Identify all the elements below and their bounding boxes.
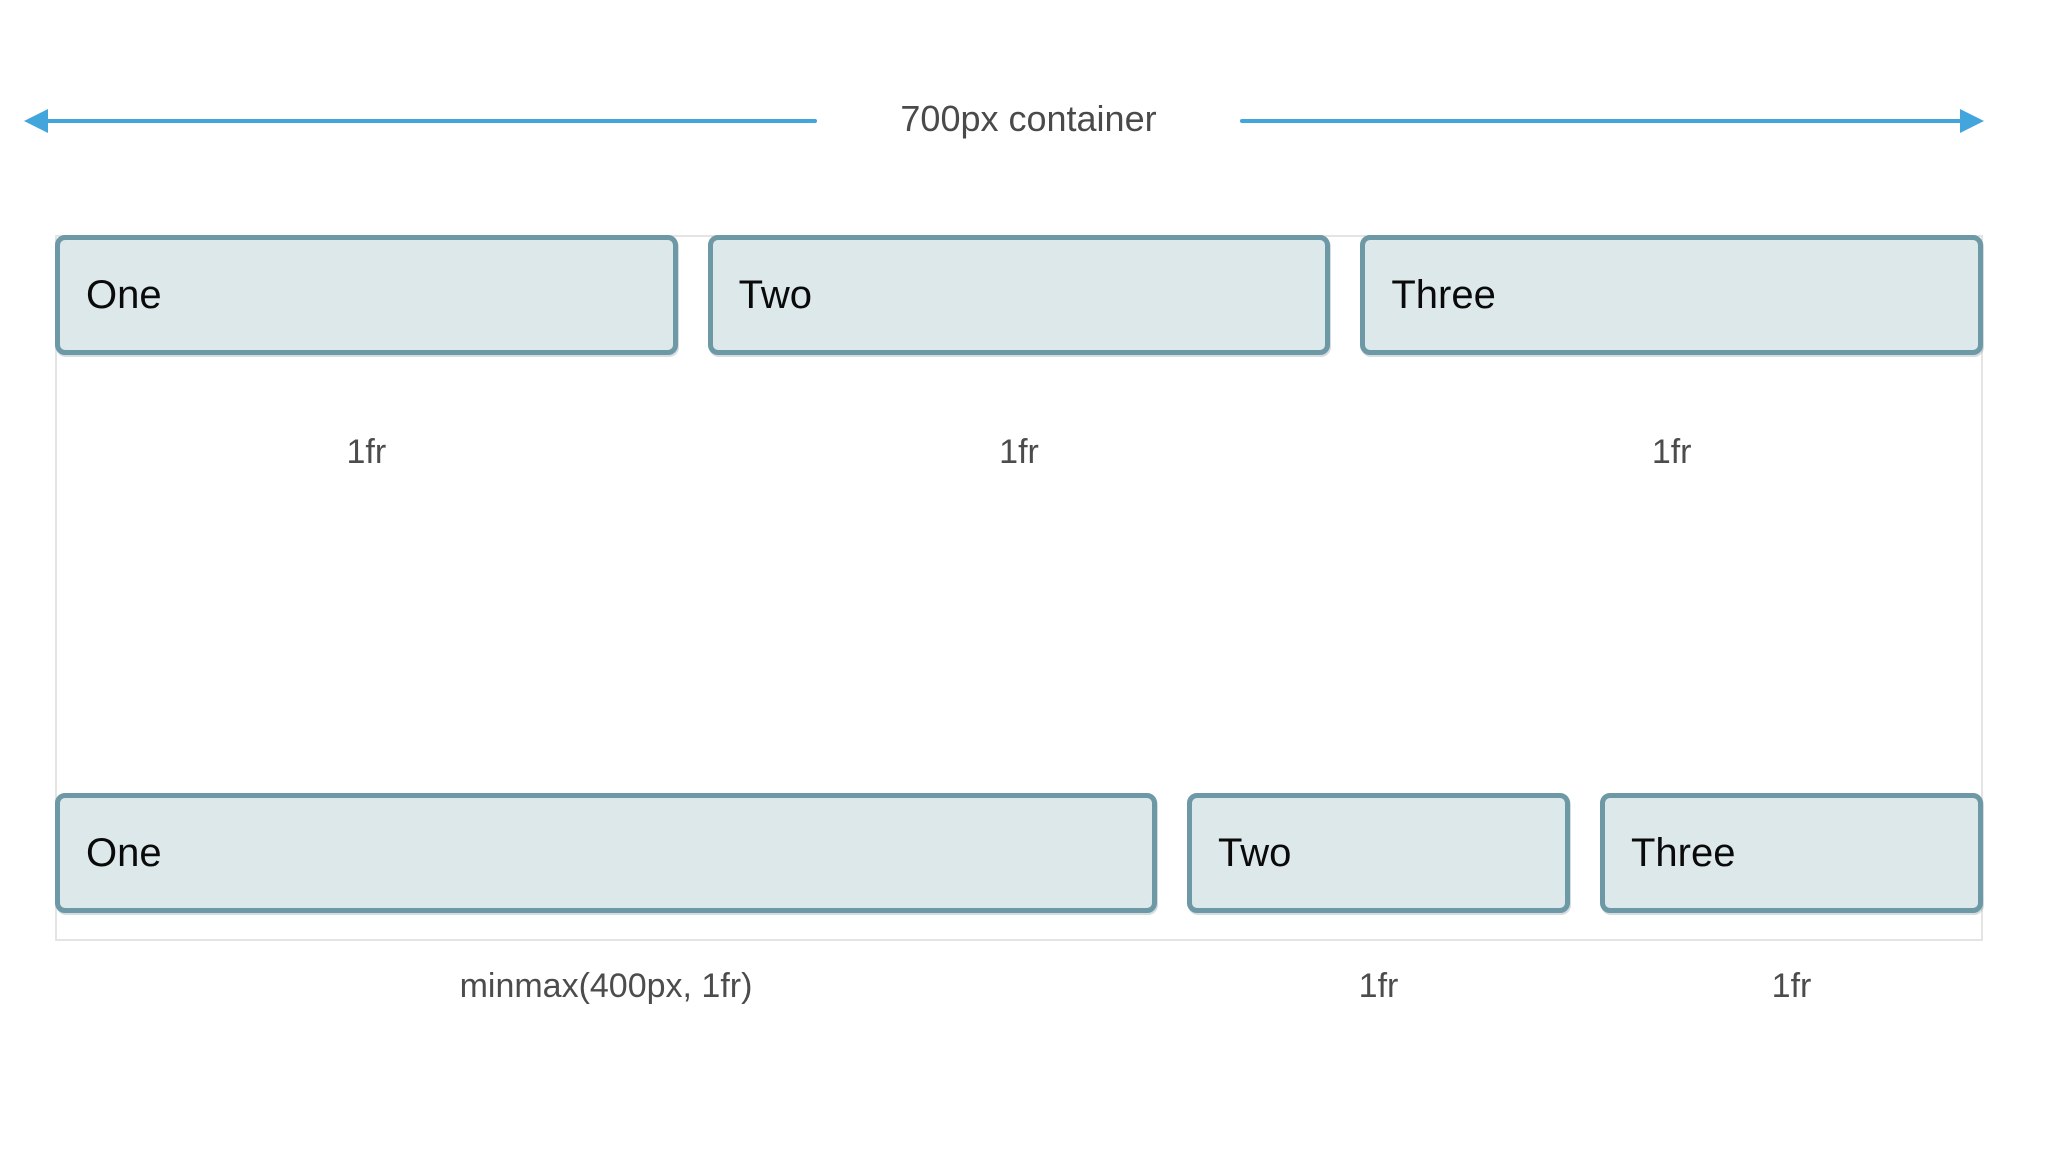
grid-row-minmax-tracks: One Two Three bbox=[55, 793, 1983, 913]
track-size-label: 1fr bbox=[1358, 967, 1399, 1005]
grid-item-label: One bbox=[86, 830, 162, 875]
track-size-labels-equal: 1fr 1fr 1fr bbox=[55, 428, 1983, 476]
grid-item-label: Three bbox=[1631, 830, 1736, 875]
grid-item-two: Two bbox=[707, 235, 1331, 355]
track-size-label: 1fr bbox=[1651, 433, 1692, 471]
grid-item-label: One bbox=[86, 272, 162, 317]
dimension-line-left bbox=[44, 119, 817, 123]
grid-item-one: One bbox=[55, 235, 678, 355]
container-width-label: 700px container bbox=[900, 98, 1157, 139]
arrow-right-icon bbox=[1960, 109, 1984, 133]
grid-item-label: Two bbox=[738, 272, 813, 317]
dimension-line-right bbox=[1240, 119, 1963, 123]
track-size-labels-minmax: minmax(400px, 1fr) 1fr 1fr bbox=[55, 962, 1983, 1010]
grid-item-three: Three bbox=[1360, 235, 1984, 355]
grid-item-one: One bbox=[55, 793, 1157, 913]
track-size-label: 1fr bbox=[999, 433, 1039, 471]
track-size-label: minmax(400px, 1fr) bbox=[459, 967, 753, 1005]
grid-item-three: Three bbox=[1600, 793, 1983, 913]
grid-row-equal-tracks: One Two Three bbox=[55, 235, 1984, 355]
grid-item-label: Two bbox=[1218, 830, 1292, 875]
track-size-label: 1fr bbox=[1771, 967, 1812, 1005]
grid-item-label: Three bbox=[1391, 272, 1496, 317]
track-size-label: 1fr bbox=[346, 433, 387, 471]
grid-item-two: Two bbox=[1187, 793, 1570, 913]
